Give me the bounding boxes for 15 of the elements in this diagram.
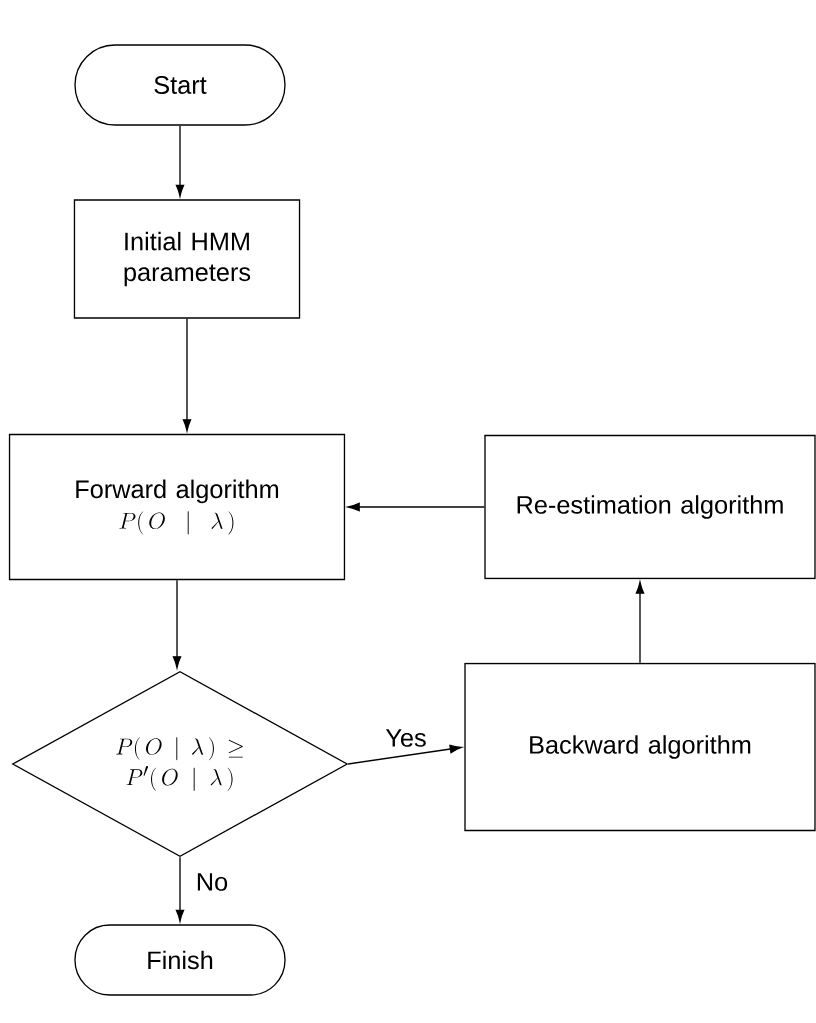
process-box: Initial HMM parameters	[73, 199, 301, 319]
terminal-box: Finish	[74, 924, 286, 996]
process-box: Re-estimation algorithm	[484, 434, 816, 580]
arrow	[635, 581, 645, 664]
edge-label: No	[194, 871, 230, 893]
arrow	[175, 856, 185, 922]
edge-label: Yes	[384, 727, 428, 749]
arrow	[182, 318, 192, 432]
process-box: Backward algorithm	[464, 662, 816, 832]
process-box: Forward algorithm $P(\,O \mid \lambda\,)$	[8, 433, 346, 581]
terminal-box: Start	[74, 44, 286, 126]
arrow	[347, 502, 485, 512]
arrow	[172, 579, 182, 669]
arrow	[347, 744, 462, 765]
arrow	[175, 125, 185, 197]
